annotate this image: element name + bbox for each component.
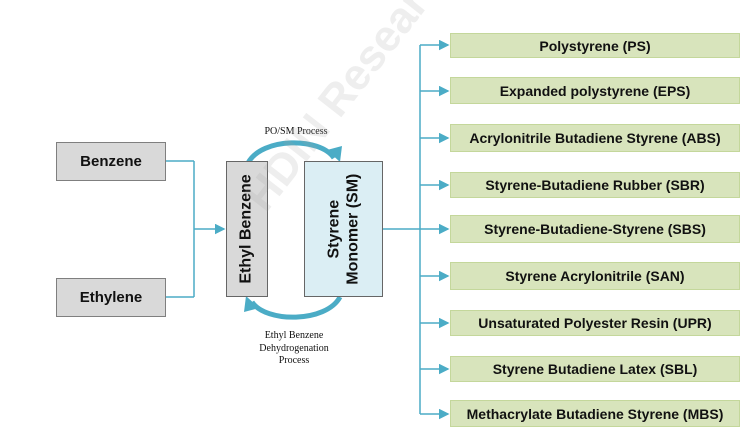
dehydrogenation-process-label: Ethyl Benzene Dehydrogenation Process <box>244 330 344 368</box>
benzene-box: Benzene <box>56 142 166 181</box>
product-box-sbs: Styrene-Butadiene-Styrene (SBS) <box>450 215 740 243</box>
process-label-line2: Dehydrogenation <box>259 342 329 354</box>
po-sm-process-label: PO/SM Process <box>264 126 328 137</box>
ethyl-benzene-label: Ethyl Benzene <box>238 174 256 284</box>
styrene-monomer-label-line2: Monomer (SM) <box>344 173 362 285</box>
process-label-line3: Process <box>278 355 310 366</box>
product-box-mbs: Methacrylate Butadiene Styrene (MBS) <box>450 400 740 427</box>
product-box-san: Styrene Acrylonitrile (SAN) <box>450 262 740 290</box>
product-box-ps: Polystyrene (PS) <box>450 33 740 58</box>
process-label-line1: Ethyl Benzene <box>264 330 324 341</box>
styrene-monomer-label-line1: Styrene <box>325 199 343 259</box>
ethylene-box: Ethylene <box>56 278 166 317</box>
product-box-sbl: Styrene Butadiene Latex (SBL) <box>450 356 740 382</box>
po-sm-curved-arrow <box>245 140 337 165</box>
styrene-monomer-box: Styrene Monomer (SM) <box>304 161 383 297</box>
product-box-sbr: Styrene-Butadiene Rubber (SBR) <box>450 172 740 198</box>
product-box-abs: Acrylonitrile Butadiene Styrene (ABS) <box>450 124 740 152</box>
dehydrogenation-curved-arrow <box>249 295 343 320</box>
ethyl-benzene-box: Ethyl Benzene <box>226 161 268 297</box>
product-box-upr: Unsaturated Polyester Resin (UPR) <box>450 310 740 336</box>
product-box-eps: Expanded polystyrene (EPS) <box>450 77 740 104</box>
